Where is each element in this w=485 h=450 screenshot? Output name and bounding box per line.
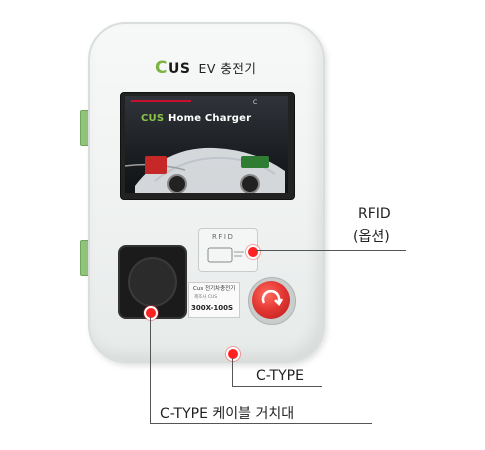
card-tap-icon — [207, 247, 244, 263]
holder-callout-label: C-TYPE 케이블 거치대 — [160, 406, 295, 422]
screen-left-button[interactable] — [145, 156, 167, 174]
ctype-callout-line-h — [232, 386, 322, 387]
emergency-stop-button[interactable] — [252, 281, 290, 319]
ctype-callout-dot — [226, 347, 240, 361]
rfid-callout-label: RFID — [358, 206, 391, 222]
ctype-callout-label: C-TYPE — [256, 368, 304, 384]
holder-callout-line-h — [150, 423, 372, 424]
touchscreen[interactable]: C CUS Home Charger — [125, 96, 288, 193]
screen-title-brand: CUS — [141, 113, 165, 124]
holder-callout-dot — [144, 306, 158, 320]
arrow-icon — [261, 289, 284, 307]
rfid-pad-label: RFID — [212, 233, 235, 241]
sticker-code: 300X-100S — [191, 304, 233, 312]
product-title: EV 충전기 — [198, 61, 257, 76]
holder-callout-line-v — [150, 317, 151, 423]
brand-logo: CUS EV 충전기 — [155, 58, 256, 78]
sticker-line2: 제조사 CUS — [194, 295, 218, 300]
screen-mini-logo: C — [253, 99, 258, 106]
screen-right-button[interactable] — [241, 156, 269, 168]
logo-us: US — [167, 61, 191, 77]
screen-title: CUS Home Charger — [141, 113, 251, 124]
rfid-callout-sublabel: (옵션) — [353, 229, 390, 245]
screen-accent-line — [131, 100, 191, 102]
screen-title-text: Home Charger — [164, 113, 252, 124]
rfid-callout-dot — [246, 245, 260, 259]
rfid-callout-line — [256, 250, 406, 251]
ctype-callout-line-v — [232, 358, 233, 386]
logo-c: C — [155, 58, 168, 78]
product-sticker — [188, 282, 240, 318]
ctype-socket-inner — [128, 257, 177, 307]
sticker-line1: Cus 전기차충전기 — [193, 286, 236, 292]
